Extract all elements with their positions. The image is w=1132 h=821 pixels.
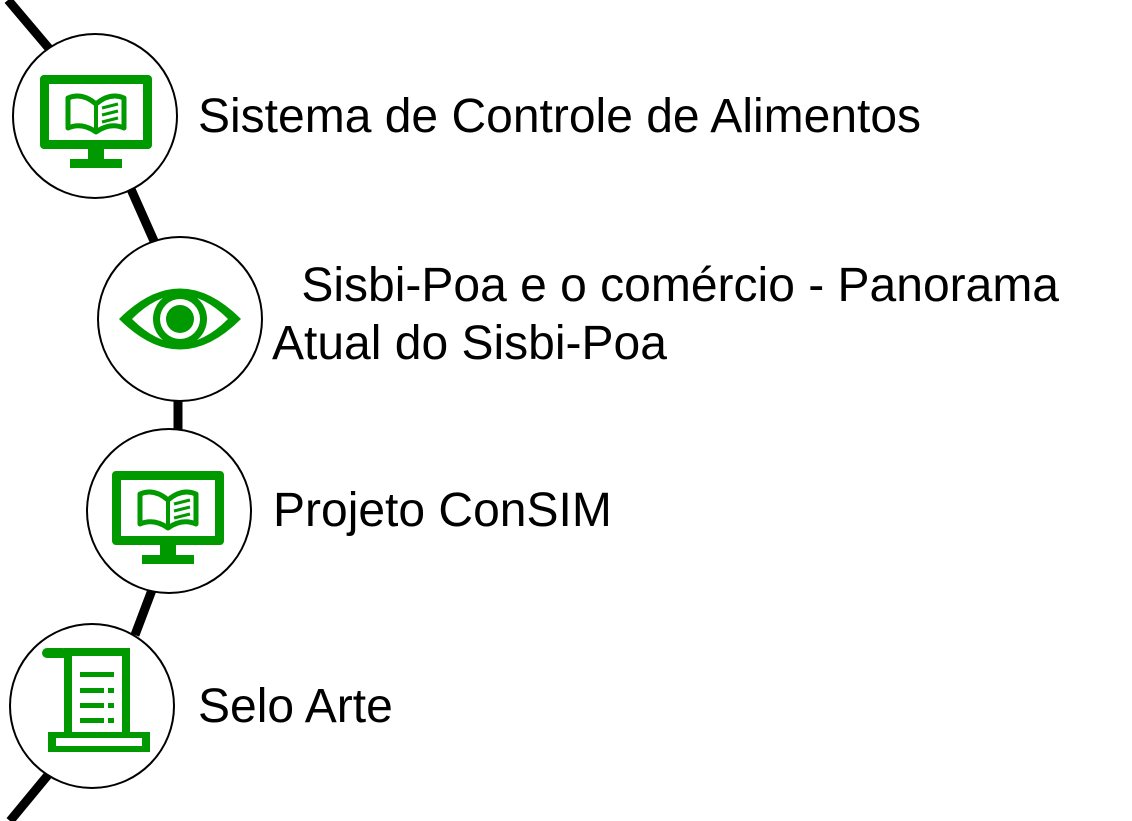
monitor-book-icon	[112, 471, 224, 564]
eye-icon	[119, 288, 241, 350]
node-4-label: Selo Arte	[198, 680, 393, 733]
node-2-label-line1: Sisbi-Poa e o comércio - Panorama	[288, 259, 1059, 312]
node-2-label-line2: Atual do Sisbi-Poa	[272, 317, 667, 370]
scroll-document-icon	[42, 648, 150, 752]
timeline-node-4	[9, 623, 175, 789]
node-1-label: Sistema de Controle de Alimentos	[198, 90, 922, 143]
timeline-node-2	[97, 236, 263, 402]
timeline-node-3	[86, 428, 252, 594]
timeline-connector	[4, 0, 183, 821]
timeline-node-1	[12, 33, 178, 199]
monitor-book-icon	[40, 75, 152, 168]
node-3-label: Projeto ConSIM	[273, 484, 612, 537]
